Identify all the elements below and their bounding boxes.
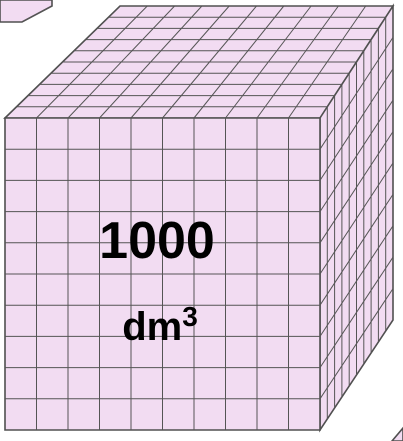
unit-base: dm bbox=[122, 305, 182, 349]
partial-cube-corner bbox=[0, 0, 52, 22]
unit-exponent: 3 bbox=[182, 301, 198, 332]
volume-value: 1000 bbox=[99, 212, 215, 270]
partial-shape-corner bbox=[392, 428, 403, 441]
